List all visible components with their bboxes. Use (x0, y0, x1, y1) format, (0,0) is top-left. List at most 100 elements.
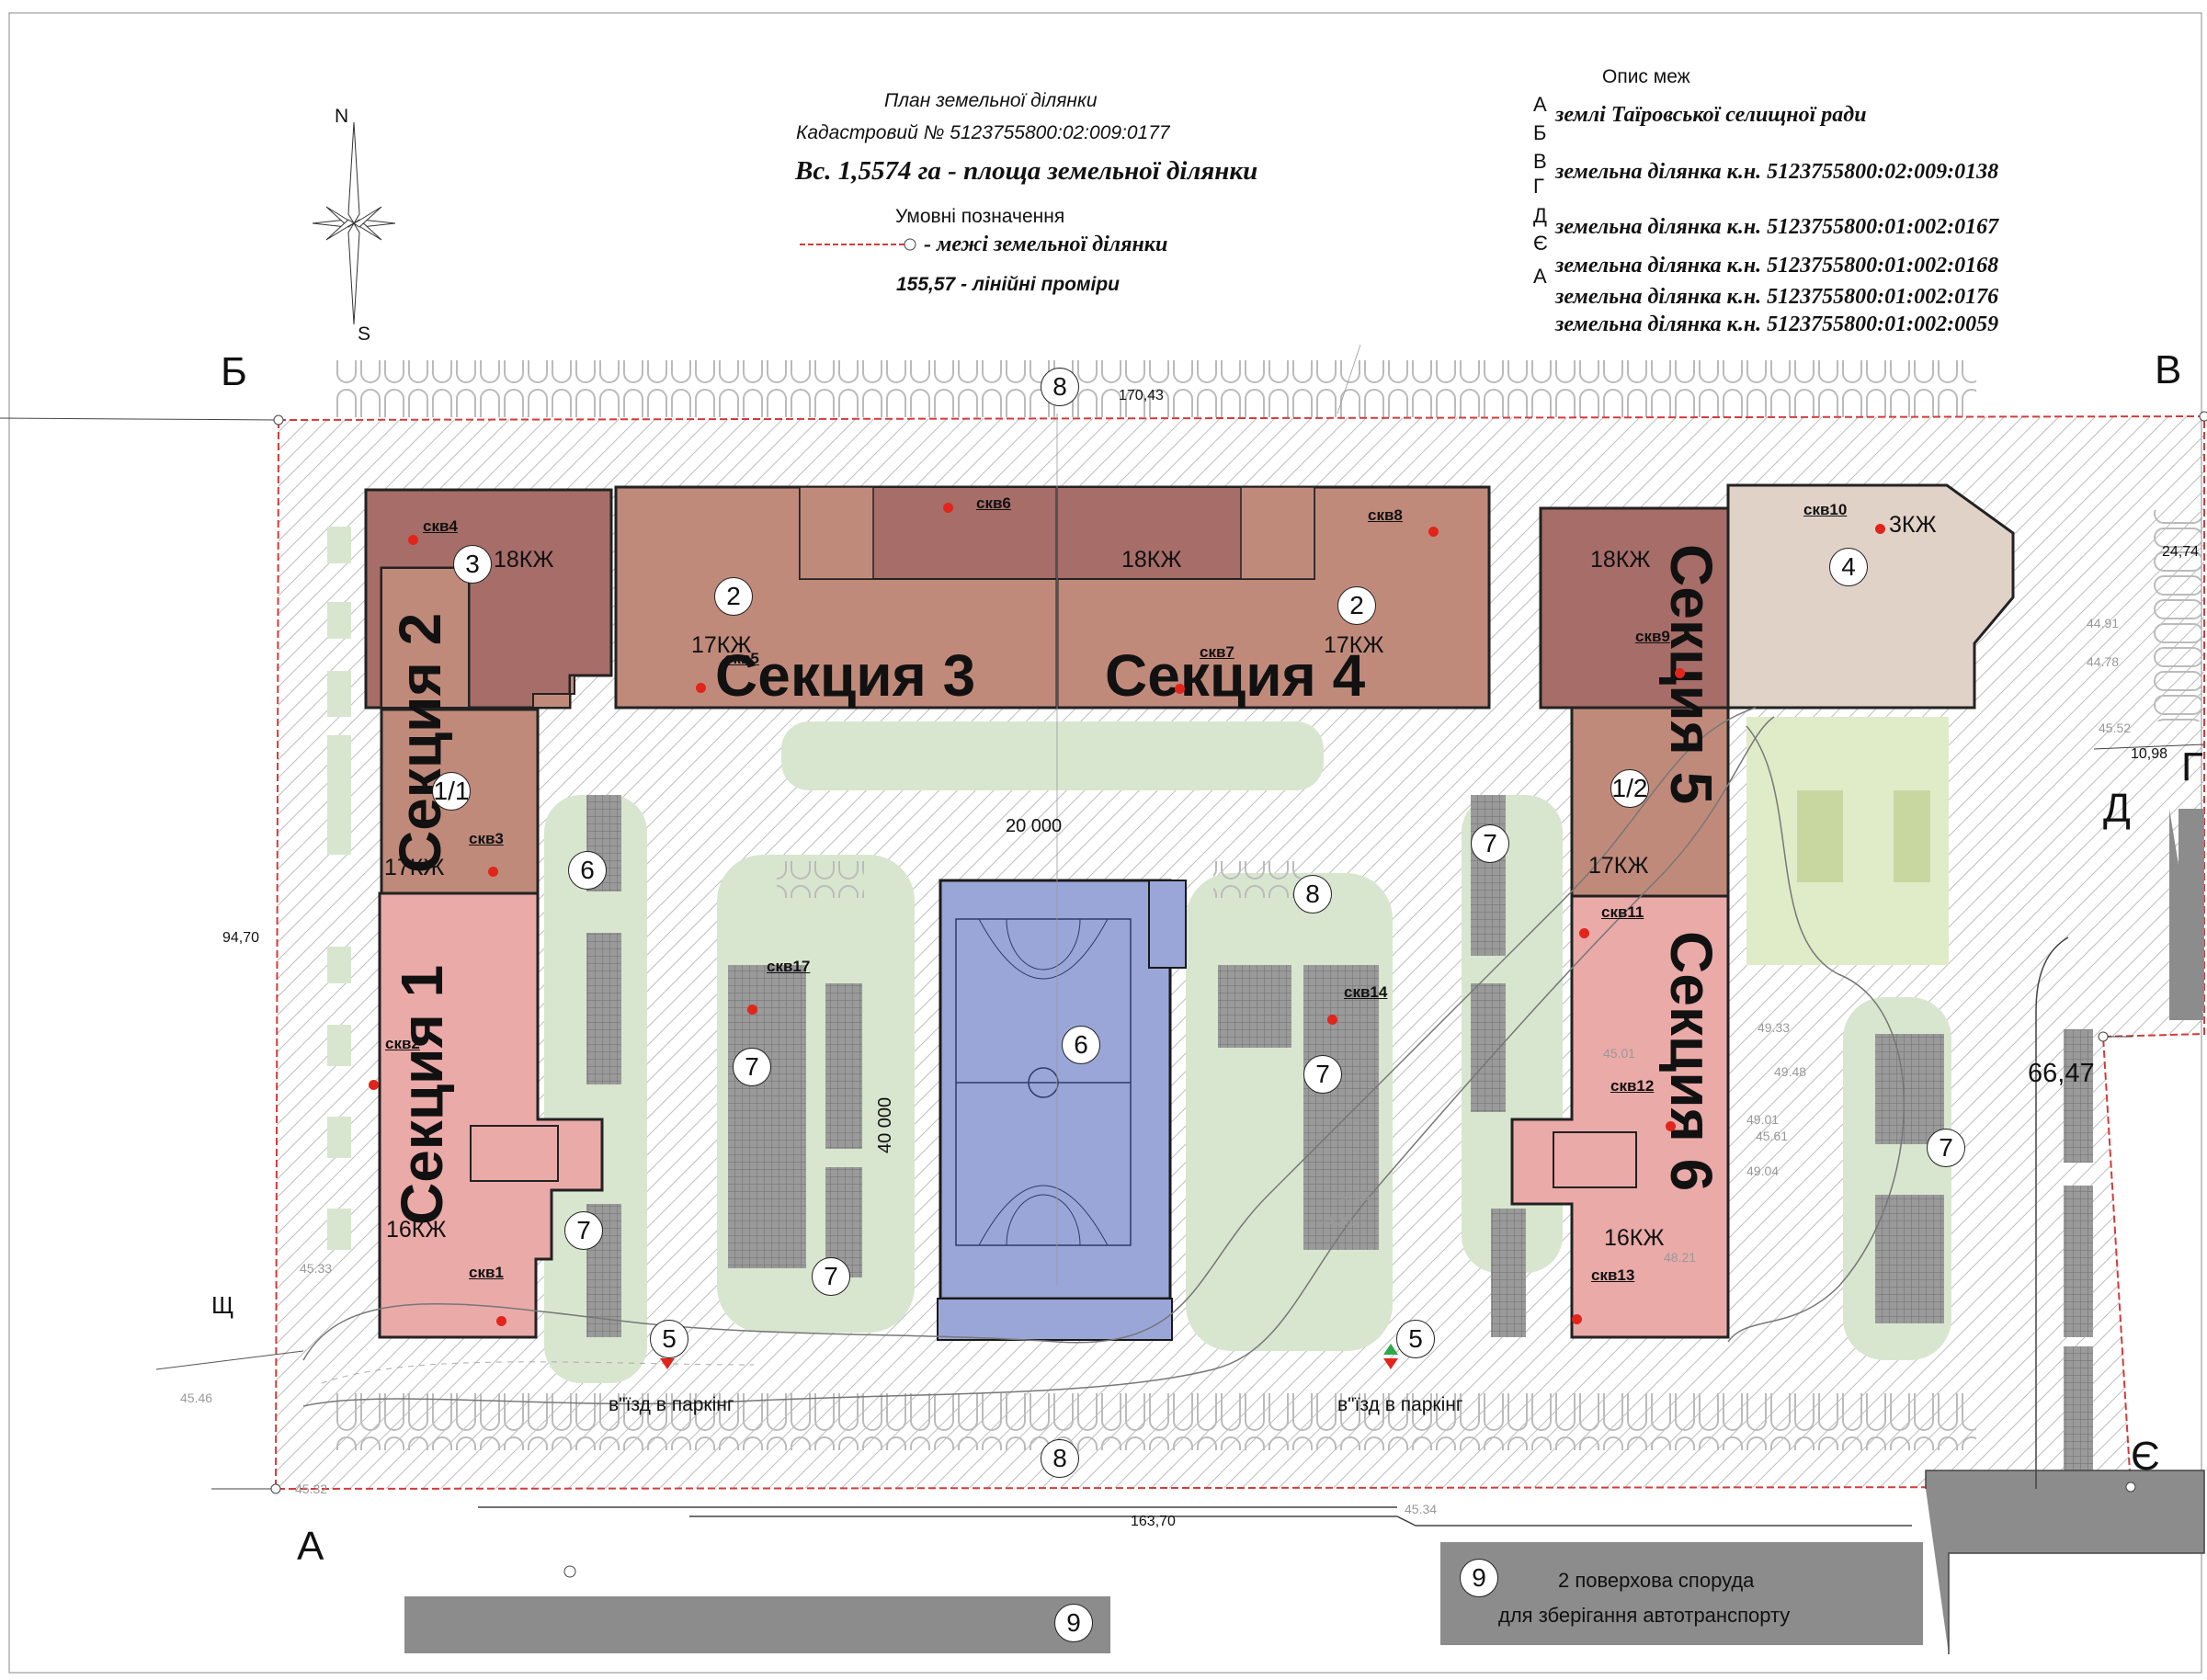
elevation-mark: 49.01 (1746, 1112, 1780, 1127)
well-label: скв9 (1635, 628, 1670, 645)
cadastral-number: Кадастровий № 5123755800:02:009:0177 (796, 122, 1170, 143)
elevation-mark: 44.78 (2087, 654, 2120, 669)
zone-marker: 7 (1303, 1055, 1342, 1094)
elevation-mark: 44.91 (2087, 616, 2120, 630)
zone-marker: 8 (1041, 368, 1079, 406)
boundary-letter: Б (1533, 121, 1547, 144)
floors-label: 16КЖ (386, 1217, 447, 1243)
zone-marker: 7 (733, 1048, 771, 1086)
dimension-right-mid: 10,98 (2131, 746, 2168, 762)
zone-marker: 2 (714, 577, 753, 616)
corner-label-b: Б (221, 349, 247, 394)
building-section-6 (1510, 894, 1730, 1339)
zone-marker: 6 (1062, 1026, 1100, 1064)
corner-label-g: Г (2181, 744, 2203, 789)
elevation-mark: 45.33 (300, 1261, 333, 1276)
zone-marker: 6 (568, 851, 607, 890)
zone-marker: 3 (453, 545, 492, 584)
floors-label: 17КЖ (691, 632, 752, 658)
well-marker-icon (1175, 684, 1185, 694)
building-section-1 (378, 891, 604, 1339)
well-label: скв3 (469, 830, 504, 847)
elevation-mark: 45.01 (1603, 1046, 1636, 1061)
floors-label: 18КЖ (1590, 547, 1651, 573)
zone-marker: 4 (1829, 548, 1868, 586)
section-3-label: Секция 3 (715, 642, 976, 709)
court-length: 40 000 (875, 1096, 895, 1153)
floors-label: 3КЖ (1889, 512, 1937, 538)
boundary-entry: землі Таїровської селищної ради (1555, 103, 1867, 127)
corner-label-v: В (2155, 347, 2182, 392)
elevation-mark: 45.32 (295, 1481, 328, 1496)
corner-label-d: Д (2103, 786, 2131, 831)
section-5-label: Секция 5 (1658, 544, 1724, 805)
boundary-entry: земельна ділянка к.н. 5123755800:01:002:… (1555, 215, 1999, 239)
well-label: скв14 (1344, 983, 1388, 1001)
zone-marker: 1/1 (432, 772, 471, 811)
floors-label: 16КЖ (1604, 1225, 1665, 1251)
well-marker-icon (943, 503, 953, 513)
boundary-letter: Д (1533, 204, 1547, 227)
legend-title: Умовні позначення (895, 206, 1065, 227)
elevation-mark: 49.48 (1774, 1064, 1807, 1079)
legend-dimensions-label: 155,57 - лінійні проміри (896, 274, 1120, 295)
well-marker-icon (1666, 1121, 1676, 1131)
elevation-mark: 48.63 (1337, 1188, 1371, 1203)
well-label: скв12 (1610, 1077, 1655, 1095)
well-marker-icon (1675, 668, 1685, 678)
parking-entrance-label: в"їзд в паркінг (609, 1394, 734, 1415)
boundary-entry: земельна ділянка к.н. 5123755800:02:009:… (1555, 160, 1999, 184)
garage-label-line2: для зберігання автотранспорту (1498, 1604, 1791, 1627)
well-label: скв1 (469, 1264, 504, 1281)
elevation-mark: 45.52 (2099, 721, 2132, 735)
zone-marker: 9 (1054, 1604, 1093, 1642)
elevation-mark: 48.21 (1664, 1250, 1697, 1265)
well-marker-icon (696, 683, 706, 693)
well-label: скв2 (385, 1035, 420, 1052)
dimension-right: 66,47 (2028, 1059, 2095, 1088)
boundary-letter: Г (1533, 175, 1544, 198)
zone-marker: 9 (1460, 1559, 1498, 1597)
structure-bottom-left (404, 1596, 1110, 1653)
court-width: 20 000 (1006, 816, 1063, 836)
well-label: скв17 (767, 958, 811, 975)
well-label: скв6 (976, 494, 1011, 512)
elevation-mark: 45.34 (1405, 1502, 1438, 1516)
elevation-mark: 45.46 (180, 1391, 213, 1405)
zone-marker: 8 (1293, 875, 1332, 914)
zone-marker: 2 (1337, 586, 1376, 625)
boundary-entry: земельна ділянка к.н. 5123755800:01:002:… (1555, 254, 1999, 278)
elevation-mark: 49.33 (1758, 1020, 1791, 1035)
corner-label-shch: Щ (211, 1291, 234, 1319)
compass-south-label: S (358, 324, 371, 345)
floors-label: 17КЖ (1324, 632, 1384, 658)
boundary-entry: земельна ділянка к.н. 5123755800:01:002:… (1555, 312, 1999, 336)
compass-rose-icon (312, 121, 396, 325)
corner-label-a: А (297, 1524, 324, 1569)
well-marker-icon (488, 867, 498, 877)
floors-label: 17КЖ (1588, 853, 1649, 879)
well-label: скв8 (1368, 506, 1403, 524)
well-marker-icon (408, 535, 418, 545)
legend-boundary-label: - межі земельної ділянки (924, 233, 1168, 256)
zone-marker: 5 (650, 1320, 688, 1358)
green-strip (781, 721, 1324, 790)
elevation-mark: 49.04 (1746, 1164, 1780, 1178)
plan-title: План земельної ділянки (884, 90, 1098, 111)
well-label: скв7 (1200, 643, 1234, 661)
well-label: скв10 (1803, 501, 1848, 518)
section-4-label: Секция 4 (1105, 642, 1366, 709)
zone-marker: 5 (1396, 1320, 1435, 1358)
floors-label: 18КЖ (494, 547, 554, 573)
floors-label: 18КЖ (1121, 547, 1182, 573)
boundary-letter: А (1533, 93, 1547, 116)
boundary-letter: А (1533, 265, 1547, 288)
compass-north-label: N (335, 106, 349, 127)
building-block-4 (1726, 483, 2015, 709)
well-label: скв4 (423, 517, 458, 535)
zone-marker: 7 (812, 1257, 850, 1296)
garage-structure (1440, 1542, 1923, 1645)
parking-top (336, 360, 1976, 417)
